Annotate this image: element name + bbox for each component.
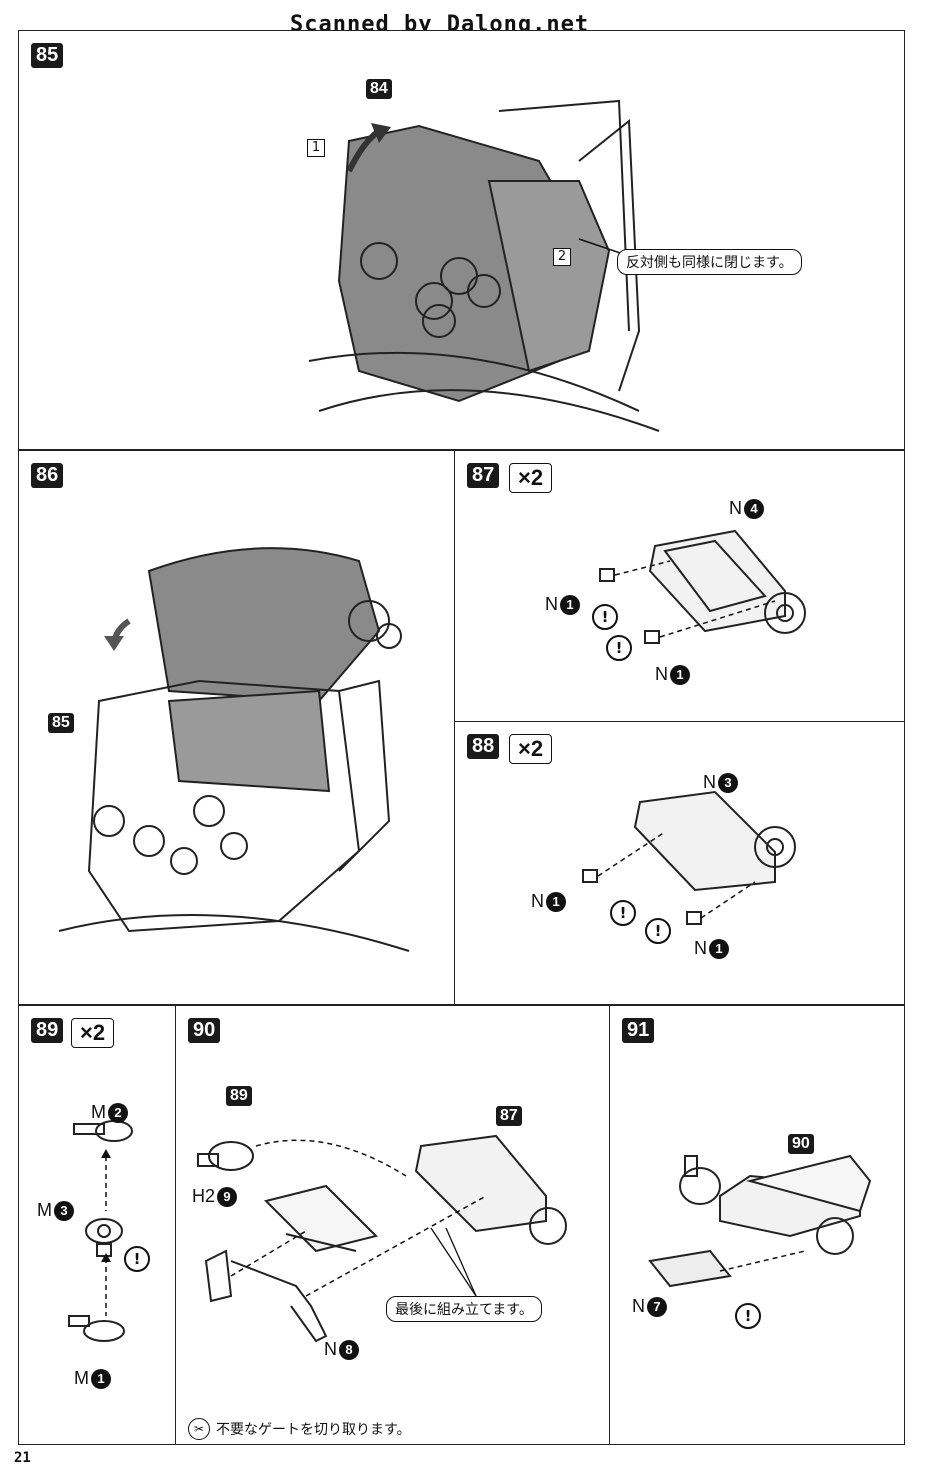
part-letter: N — [694, 938, 707, 958]
part-number: 1 — [709, 938, 729, 959]
part-reference-badge: 84 — [366, 79, 392, 99]
part-letter: M — [74, 1368, 89, 1388]
footnote-text: 不要なゲートを切り取ります。 — [216, 1422, 411, 1438]
part-number: 8 — [339, 1339, 359, 1360]
part-label-m1: M 1 — [74, 1368, 111, 1389]
step-number: 86 — [31, 463, 64, 488]
step-89-panel: 89 ×2 M 2 M 3 M 1 ! — [18, 1005, 176, 1445]
caution-icon: ! — [645, 918, 671, 944]
step-87-illustration — [599, 529, 806, 644]
step-87-panel: 87 ×2 N 4 N 1 N 1 ! ! — [454, 450, 905, 722]
step-number: 89 — [31, 1018, 64, 1043]
part-number: 2 — [108, 1102, 128, 1123]
part-label-n1-a: N 1 — [545, 594, 580, 615]
part-number: 4 — [744, 498, 764, 519]
step-number: 85 — [31, 43, 64, 68]
part-label-n1-b: N 1 — [694, 938, 729, 959]
part-label-n7: N 7 — [632, 1296, 667, 1317]
part-reference-badge: 85 — [48, 713, 74, 733]
step-number: 88 — [467, 734, 500, 759]
page-number: 21 — [14, 1450, 31, 1466]
step-91-panel: 91 90 N 7 ! — [609, 1005, 905, 1445]
part-letter: N — [703, 772, 716, 792]
part-letter: N — [655, 664, 668, 684]
caution-icon: ! — [606, 635, 632, 661]
part-number: 1 — [91, 1368, 111, 1389]
part-number: 1 — [560, 594, 580, 615]
instruction-note: 最後に組み立てます。 — [386, 1296, 542, 1322]
step-number: 87 — [467, 463, 500, 488]
step-number: 91 — [622, 1018, 655, 1043]
quantity-multiplier: ×2 — [509, 734, 553, 764]
part-label-m3: M 3 — [37, 1200, 74, 1221]
part-label-n4: N 4 — [729, 498, 764, 519]
part-letter: N — [531, 891, 544, 911]
step-86-panel: 86 85 — [18, 450, 455, 1005]
step-91-illustration — [648, 1154, 872, 1288]
caution-icon: ! — [610, 900, 636, 926]
part-number: 3 — [54, 1200, 74, 1221]
step-86-illustration — [58, 547, 410, 952]
part-letter: M — [91, 1102, 106, 1122]
step-90-panel: 90 89 87 H2 9 N 8 最後に組み立てます。 ✂ 不要なゲートを切り… — [175, 1005, 610, 1445]
caution-icon: ! — [592, 604, 618, 630]
step-88-illustration — [582, 790, 796, 925]
part-label-h2-9: H2 9 — [192, 1186, 238, 1207]
part-reference-badge: 90 — [788, 1134, 814, 1154]
step-90-illustration — [197, 1134, 567, 1343]
part-letter: M — [37, 1200, 52, 1220]
step-85-panel: 85 84 1 2 反対側も同様に閉じます。 — [18, 30, 905, 450]
footnote: ✂ 不要なゲートを切り取ります。 — [188, 1418, 411, 1440]
part-letter: N — [632, 1296, 645, 1316]
part-letter: N — [324, 1339, 337, 1359]
part-letter: H2 — [192, 1186, 216, 1206]
instruction-note: 反対側も同様に閉じます。 — [617, 249, 802, 275]
part-number: 7 — [647, 1296, 667, 1317]
part-label-n1-b: N 1 — [655, 664, 690, 685]
step-88-panel: 88 ×2 N 3 N 1 N 1 ! ! — [454, 721, 905, 1005]
part-number: 3 — [718, 772, 738, 793]
caution-icon: ! — [124, 1246, 150, 1272]
part-number: 1 — [670, 664, 690, 685]
part-label-n8: N 8 — [324, 1339, 359, 1360]
part-label-n1-a: N 1 — [531, 891, 566, 912]
caution-icon: ! — [735, 1303, 761, 1329]
part-number: 1 — [546, 891, 566, 912]
sequence-marker-1: 1 — [307, 139, 325, 157]
step-number: 90 — [188, 1018, 221, 1043]
part-letter: N — [729, 498, 742, 518]
part-number: 9 — [217, 1186, 238, 1207]
part-label-n3: N 3 — [703, 772, 738, 793]
quantity-multiplier: ×2 — [71, 1018, 115, 1048]
sequence-marker-2: 2 — [553, 248, 571, 266]
step-85-illustration — [308, 99, 660, 432]
cut-gate-icon: ✂ — [188, 1418, 210, 1440]
part-reference-badge-87: 87 — [496, 1106, 522, 1126]
quantity-multiplier: ×2 — [509, 463, 553, 493]
part-label-m2: M 2 — [91, 1102, 128, 1123]
part-reference-badge-89: 89 — [226, 1086, 252, 1106]
part-letter: N — [545, 594, 558, 614]
